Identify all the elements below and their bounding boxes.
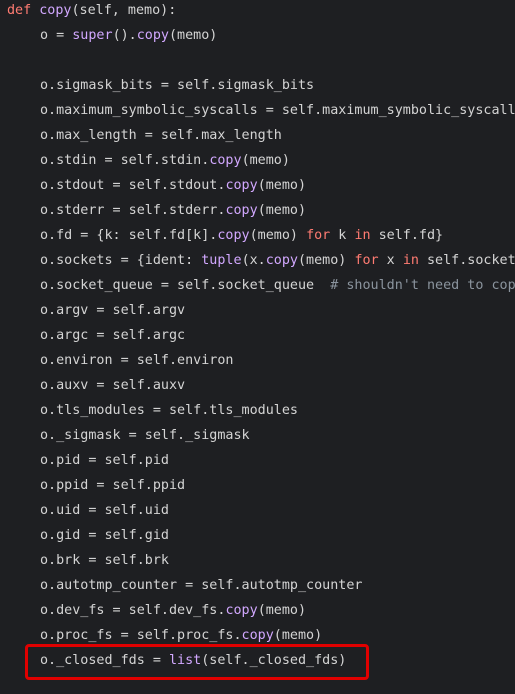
code-token-plain: k [330, 228, 355, 243]
code-token-plain: o = [40, 28, 73, 43]
code-token-kw: in [354, 228, 371, 243]
code-token-plain: o.ppid = self.ppid [40, 478, 186, 493]
code-token-plain: o.environ = self.environ [40, 353, 234, 368]
code-token-plain: (memo) [257, 178, 307, 193]
code-token-plain: o.proc_fs = self.proc_fs. [40, 628, 242, 643]
code-token-plain: (memo) [273, 628, 323, 643]
code-token-fn: tuple [201, 253, 242, 268]
code-token-plain: (memo) [257, 603, 307, 618]
code-line: o._sigmask = self._sigmask [40, 426, 250, 446]
code-token-plain: (self._closed_fds) [201, 653, 347, 668]
code-token-plain: (memo) [257, 203, 307, 218]
code-token-plain: o._sigmask = self._sigmask [40, 428, 250, 443]
code-line: o.pid = self.pid [40, 451, 169, 471]
code-token-plain: o.maximum_symbolic_syscalls = self.maxim… [40, 103, 515, 118]
code-token-fn: copy [225, 178, 258, 193]
code-token-plain: o.pid = self.pid [40, 453, 169, 468]
code-token-fn: copy [217, 228, 250, 243]
code-line: o.argv = self.argv [40, 301, 185, 321]
code-token-plain: x [378, 253, 403, 268]
code-line: o.stdout = self.stdout.copy(memo) [40, 176, 306, 196]
code-token-plain: (x. [241, 253, 266, 268]
code-token-fn: copy [136, 28, 169, 43]
code-token-plain: (memo) [298, 253, 355, 268]
code-line: o.max_length = self.max_length [40, 126, 282, 146]
code-token-plain: self.fd} [370, 228, 444, 243]
code-token-plain: o.stdout = self.stdout. [40, 178, 226, 193]
highlight-box [25, 644, 369, 680]
code-line: o.ppid = self.ppid [40, 476, 185, 496]
code-token-kw: for [306, 228, 331, 243]
code-token-kw: in [402, 253, 419, 268]
code-token-fn: copy [225, 603, 258, 618]
code-line: o.maximum_symbolic_syscalls = self.maxim… [40, 101, 515, 121]
code-line: o.sigmask_bits = self.sigmask_bits [40, 76, 314, 96]
code-token-plain: (). [112, 28, 137, 43]
code-token-plain: o.argc = self.argc [40, 328, 186, 343]
code-token-plain: o.brk = self.brk [40, 553, 169, 568]
code-line: o.uid = self.uid [40, 501, 169, 521]
code-token-plain: o.gid = self.gid [40, 528, 169, 543]
code-token-plain: o.sockets = {ident: [40, 253, 202, 268]
code-line: o.stdin = self.stdin.copy(memo) [40, 151, 290, 171]
code-token-plain: o.argv = self.argv [40, 303, 186, 318]
code-line: o.sockets = {ident: tuple(x.copy(memo) f… [40, 251, 515, 271]
code-token-plain: (memo) [169, 28, 218, 43]
code-token-kw: for [354, 253, 379, 268]
code-line: def copy(self, memo): [7, 1, 176, 21]
code-token-plain: (self, memo): [71, 3, 177, 18]
code-line: o.argc = self.argc [40, 326, 185, 346]
code-token-plain: o.stderr = self.stderr. [40, 203, 226, 218]
code-token-plain: o.max_length = self.max_length [40, 128, 282, 143]
code-token-plain: o.tls_modules = self.tls_modules [40, 403, 298, 418]
code-token-fn: copy [265, 253, 298, 268]
code-line: o.proc_fs = self.proc_fs.copy(memo) [40, 626, 322, 646]
code-token-plain: (memo) [249, 228, 307, 243]
code-line: o.environ = self.environ [40, 351, 233, 371]
code-token-plain: o.sigmask_bits = self.sigmask_bits [40, 78, 315, 93]
code-token-fn: copy [209, 153, 242, 168]
code-token-fn: copy [39, 3, 72, 18]
code-line: o.socket_queue = self.socket_queue # sho… [40, 276, 515, 296]
code-token-fn: copy [241, 628, 274, 643]
code-token-fn: super [72, 28, 113, 43]
code-line: o.tls_modules = self.tls_modules [40, 401, 298, 421]
code-line: o.autotmp_counter = self.autotmp_counter [40, 576, 362, 596]
code-token-plain: o.dev_fs = self.dev_fs. [40, 603, 226, 618]
code-token-kw: def [7, 3, 40, 18]
code-line: o.fd = {k: self.fd[k].copy(memo) for k i… [40, 226, 443, 246]
code-line: o = super().copy(memo) [40, 26, 217, 46]
code-line: o.auxv = self.auxv [40, 376, 185, 396]
code-token-plain: o.socket_queue = self.socket_queue [40, 278, 331, 293]
code-token-plain: self.sockets[ident]) for ident in self.s… [426, 253, 515, 268]
code-line: o.stderr = self.stderr.copy(memo) [40, 201, 306, 221]
code-token-fn: copy [225, 203, 258, 218]
code-token-plain: o._closed_fds = [40, 653, 169, 668]
code-token-plain: (memo) [241, 153, 290, 168]
code-line: o.dev_fs = self.dev_fs.copy(memo) [40, 601, 306, 621]
code-token-plain: o.auxv = self.auxv [40, 378, 186, 393]
code-token-plain: o.autotmp_counter = self.autotmp_counter [40, 578, 363, 593]
code-line: o._closed_fds = list(self._closed_fds) [40, 651, 346, 671]
code-token-comment: # shouldn't need to copy [330, 278, 515, 293]
code-line: o.gid = self.gid [40, 526, 169, 546]
code-token-plain: o.uid = self.uid [40, 503, 169, 518]
code-token-plain: o.fd = {k: self.fd[k]. [40, 228, 218, 243]
code-token-fn: list [169, 653, 202, 668]
code-line: o.brk = self.brk [40, 551, 169, 571]
code-token-plain: o.stdin = self.stdin. [40, 153, 210, 168]
